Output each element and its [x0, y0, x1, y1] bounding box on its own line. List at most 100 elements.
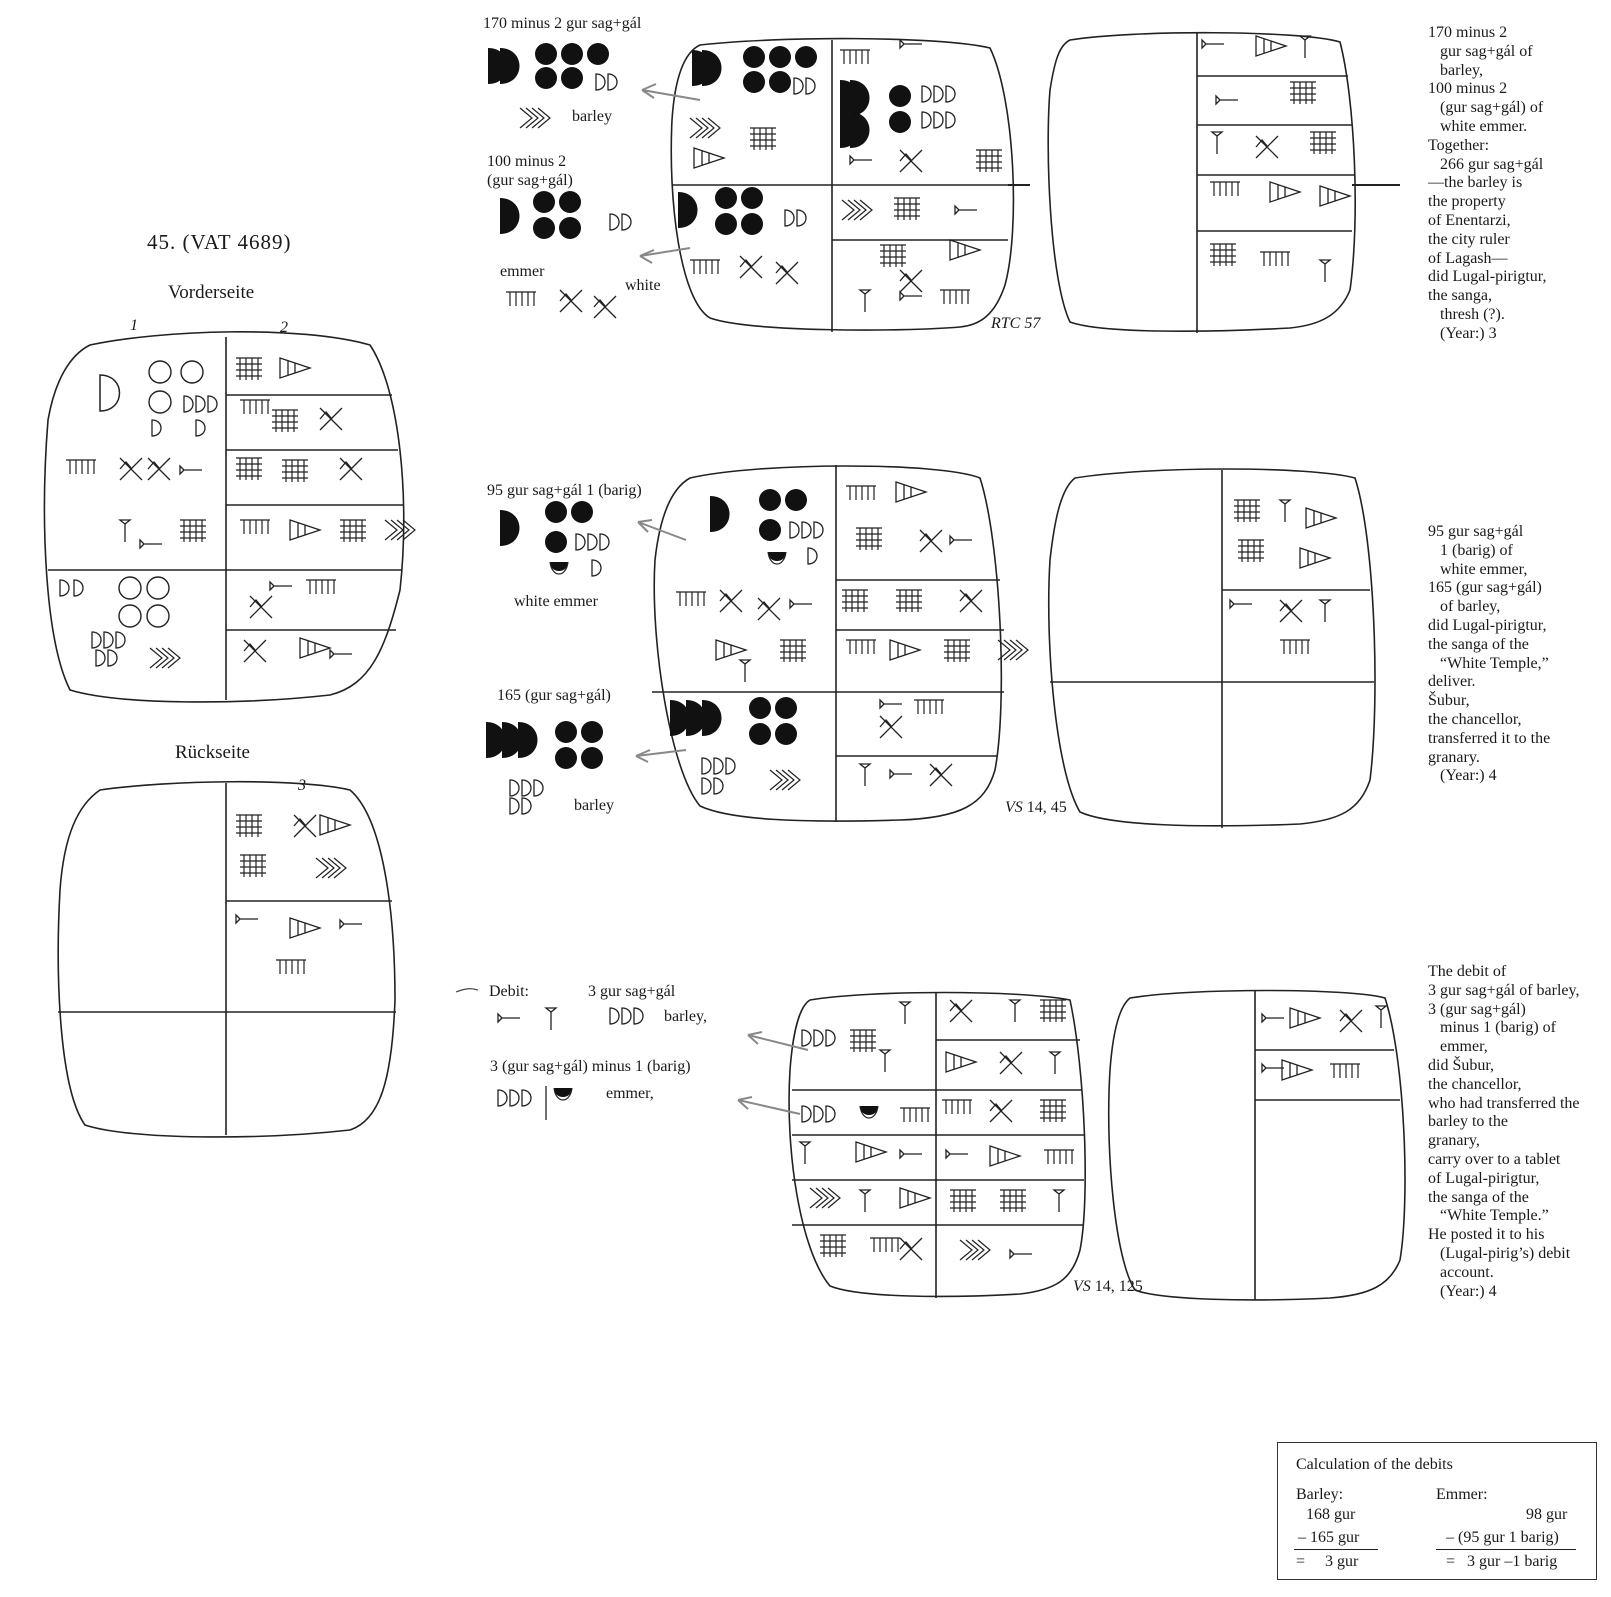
calc-barley-line2: – 165 gur [1298, 1528, 1359, 1547]
vs1445-translation-line: Šubur, [1428, 691, 1470, 710]
rtc57-translation-line: 170 minus 2 [1428, 23, 1507, 42]
vs14125-translation-line: (Year:) 4 [1428, 1282, 1497, 1301]
reverse-signs [236, 815, 362, 974]
vs14125-caption: VS 14, 125 [1073, 1277, 1143, 1296]
debit-calculation-box: Calculation of the debits Barley: 168 gu… [1277, 1442, 1597, 1580]
rtc57-translation-line: the property [1428, 192, 1506, 211]
calc-barley-rule [1294, 1549, 1378, 1550]
vs14125-label-emmer: emmer, [606, 1084, 654, 1103]
vs1445-translation-line: transferred it to the [1428, 729, 1550, 748]
vs1445-translation-line: the chancellor, [1428, 710, 1522, 729]
rtc57-label-100b: (gur sag+gál) [487, 171, 573, 190]
vs14125-translation-line: The debit of [1428, 962, 1506, 981]
calc-barley-line3: = 3 gur [1296, 1552, 1358, 1571]
vs1445-translation-line: 1 (barig) of [1428, 541, 1513, 560]
rtc57-label-barley: barley [572, 107, 612, 126]
vs1445-obverse-signs [670, 482, 1028, 794]
obverse-label: Vorderseite [168, 282, 254, 304]
vs14125-translation-line: did Šubur, [1428, 1056, 1494, 1075]
vs1445-translation-line: white emmer, [1428, 560, 1527, 579]
vs14125-label-3minus1: 3 (gur sag+gál) minus 1 (barig) [490, 1057, 691, 1076]
vs14125-translation-line: (Lugal-pirig’s) debit [1428, 1244, 1570, 1263]
vs14125-label-3gur: 3 gur sag+gál [588, 982, 675, 1001]
vs1445-translation-line: 95 gur sag+gál [1428, 522, 1523, 541]
vs14125-reverse-tablet [1109, 990, 1405, 1300]
column-number-1: 1 [130, 316, 138, 335]
rtc57-translation-line: of Enentarzi, [1428, 211, 1511, 230]
vs14125-translation-line: 3 gur sag+gál of barley, [1428, 981, 1580, 1000]
vs14125-label-debit: Debit: [489, 982, 529, 1001]
vs14125-translation-line: granary, [1428, 1131, 1480, 1150]
rtc57-translation-line: 100 minus 2 [1428, 79, 1507, 98]
vs14125-translation-line: the chancellor, [1428, 1075, 1522, 1094]
vs14125-obverse-tablet [789, 992, 1085, 1298]
rtc57-translation-line: gur sag+gál of [1428, 42, 1533, 61]
vs1445-translation-line: the sanga of the [1428, 635, 1529, 654]
vs1445-reverse-tablet [1049, 469, 1375, 828]
vs1445-translation-line: of barley, [1428, 597, 1500, 616]
rtc57-label-white: white [625, 276, 661, 295]
vs14125-translation-line: 3 (gur sag+gál) [1428, 1000, 1526, 1019]
reverse-tablet [58, 782, 396, 1137]
calc-emmer-line1: 98 gur [1526, 1505, 1567, 1524]
vs1445-translation-line: “White Temple,” [1428, 654, 1549, 673]
vs1445-obverse-tablet [652, 465, 1004, 822]
rtc57-label-emmer: emmer [500, 262, 544, 281]
vs1445-caption: VS 14, 45 [1005, 798, 1067, 817]
column-number-2: 2 [280, 318, 288, 337]
rtc57-translation-line: (Year:) 3 [1428, 324, 1497, 343]
vs1445-label-signs [486, 501, 609, 814]
calc-emmer-line2: – (95 gur 1 barig) [1446, 1528, 1559, 1547]
vs14125-reverse-signs [1262, 1006, 1386, 1080]
calc-emmer-line3: = 3 gur –1 barig [1446, 1552, 1557, 1571]
vs14125-translation-line: carry over to a tablet [1428, 1150, 1560, 1169]
rtc57-translation-line: white emmer. [1428, 117, 1527, 136]
reverse-label: Rückseite [175, 742, 250, 764]
vs14125-translation-line: of Lugal-pirigtur, [1428, 1169, 1539, 1188]
vs1445-label-95: 95 gur sag+gál 1 (barig) [487, 481, 642, 500]
calc-barley-line1: 168 gur [1306, 1505, 1355, 1524]
catalog-title: 45. (VAT 4689) [147, 230, 291, 255]
calc-emmer-rule [1436, 1549, 1576, 1550]
rtc57-label-170: 170 minus 2 gur sag+gál [483, 14, 641, 33]
vs1445-label-barley: barley [574, 796, 614, 815]
vs1445-translation-line: deliver. [1428, 672, 1476, 691]
rtc57-translation-line: of Lagash— [1428, 249, 1508, 268]
rtc57-translation-line: the city ruler [1428, 230, 1510, 249]
rtc57-obverse-signs [678, 40, 1002, 312]
vs14125-label-barley: barley, [664, 1007, 707, 1026]
rtc57-translation-line: thresh (?). [1428, 305, 1505, 324]
rtc57-reverse-signs [1202, 36, 1350, 282]
rtc57-arrows [640, 84, 1400, 263]
vs14125-translation-line: barley to the [1428, 1112, 1508, 1131]
rtc57-translation-line: 266 gur sag+gál [1428, 155, 1543, 174]
vs1445-translation-line: (Year:) 4 [1428, 766, 1497, 785]
vs14125-obverse-signs [800, 1000, 1074, 1260]
rtc57-translation-line: Together: [1428, 136, 1489, 155]
rtc57-translation-line: barley, [1428, 61, 1483, 80]
vs14125-translation-line: account. [1428, 1263, 1494, 1282]
vs14125-translation-line: the sanga of the [1428, 1188, 1529, 1207]
vs1445-label-165: 165 (gur sag+gál) [497, 686, 611, 705]
vs14125-translation-line: He posted it to his [1428, 1225, 1544, 1244]
rtc57-label-100a: 100 minus 2 [487, 152, 566, 171]
vs14125-translation-line: who had transferred the [1428, 1094, 1580, 1113]
vs14125-translation-line: “White Temple.” [1428, 1206, 1549, 1225]
rtc57-translation-line: (gur sag+gál) of [1428, 98, 1543, 117]
calc-emmer-heading: Emmer: [1436, 1485, 1488, 1504]
vs14125-translation-line: emmer, [1428, 1037, 1488, 1056]
calc-title: Calculation of the debits [1296, 1455, 1453, 1474]
vs14125-translation-line: minus 1 (barig) of [1428, 1018, 1556, 1037]
vs1445-label-white-emmer: white emmer [514, 592, 598, 611]
column-number-3: 3 [298, 776, 306, 795]
vs1445-translation-line: granary. [1428, 748, 1480, 767]
vs1445-translation-line: did Lugal-pirigtur, [1428, 616, 1546, 635]
obverse-signs [60, 358, 415, 668]
rtc57-reverse-tablet [1048, 32, 1355, 333]
rtc57-translation-line: did Lugal-pirigtur, [1428, 267, 1546, 286]
vs1445-reverse-signs [1230, 500, 1336, 654]
rtc57-translation-line: —the barley is [1428, 173, 1522, 192]
calc-barley-heading: Barley: [1296, 1485, 1343, 1504]
vs1445-translation-line: 165 (gur sag+gál) [1428, 578, 1542, 597]
rtc57-caption: RTC 57 [991, 314, 1040, 333]
